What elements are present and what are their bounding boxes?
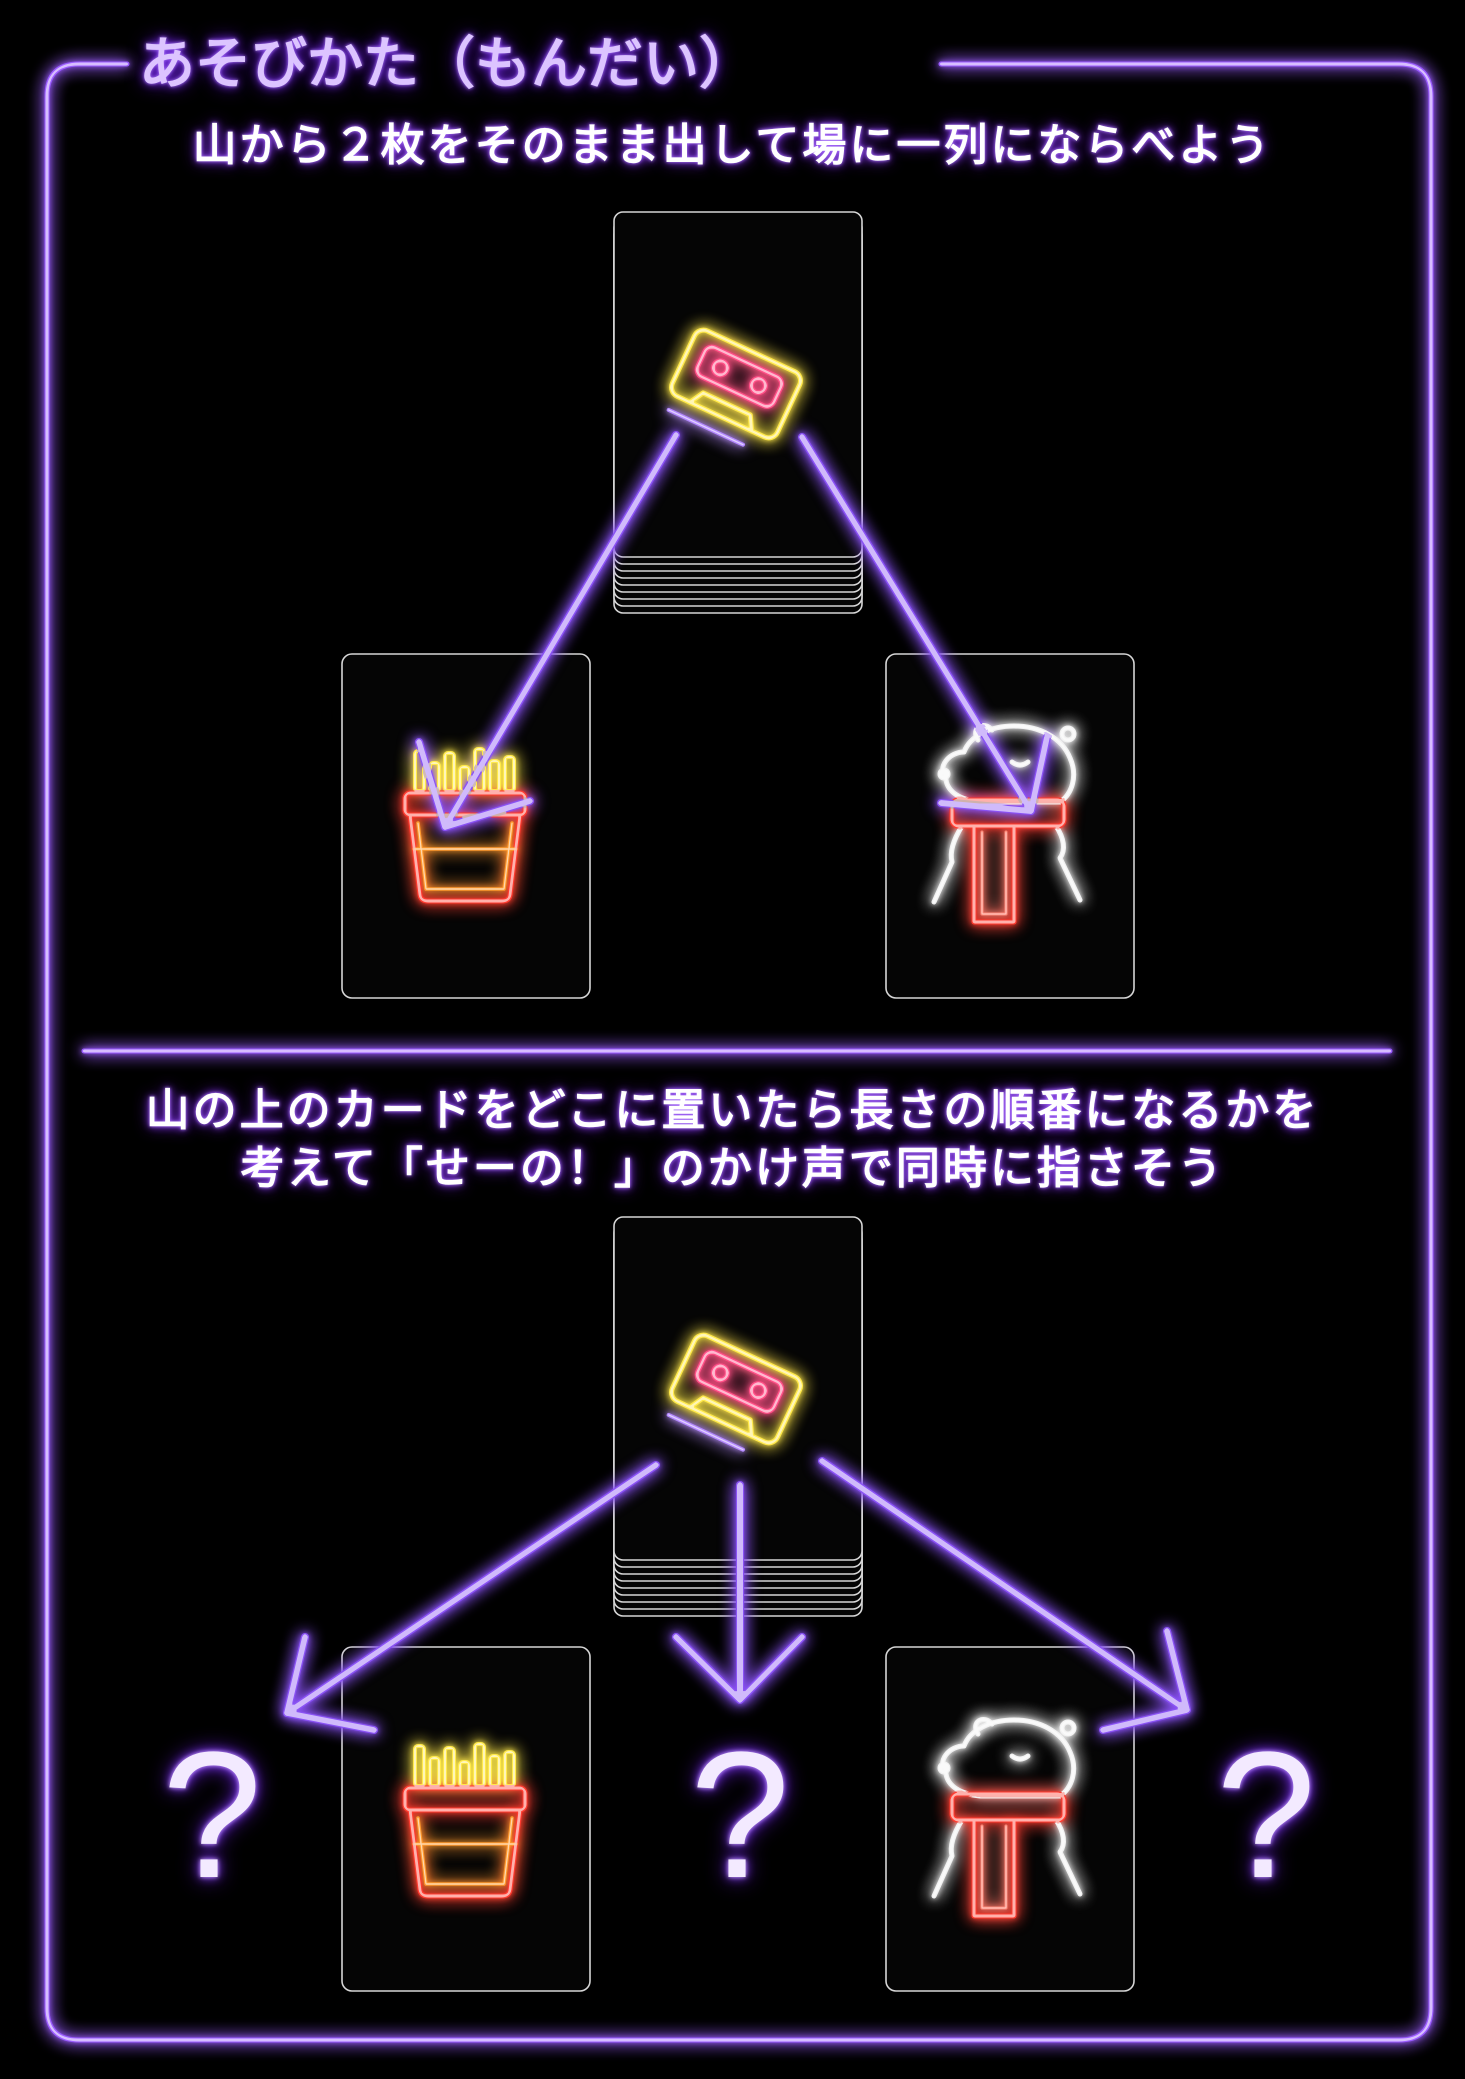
arrow-head [415, 738, 534, 831]
arrow-shaft [818, 1457, 1189, 1713]
placed-card-left [341, 1646, 591, 1992]
outer-frame [44, 61, 1434, 2043]
step2-instruction-line1: 山の上のカードをどこに置いたら長さの順番になるかを [145, 1085, 1320, 1136]
deck-top-section [613, 211, 863, 614]
neon-layer [44, 61, 1434, 2043]
arrow-choice-middle [672, 1481, 806, 1704]
arrow-deal-right [798, 433, 1051, 815]
placed-card-left [341, 653, 591, 999]
arrow-head [283, 1633, 378, 1734]
choice-mark-right: ? [1215, 1715, 1317, 1916]
arrow-choice-right [818, 1457, 1191, 1734]
step2-instruction-line2: 考えて「せーの！」のかけ声で同時に指さそう [240, 1143, 1225, 1194]
arrow-head [1099, 1627, 1191, 1734]
deck-top-card [613, 211, 863, 558]
choice-mark-left: ? [161, 1715, 263, 1916]
arrow-head [937, 733, 1051, 815]
arrow-head [672, 1633, 806, 1704]
arrow-deal-left [415, 431, 680, 831]
arrow-shaft [283, 1461, 660, 1717]
page-title: あそびかた（もんだい） [139, 32, 755, 97]
choice-mark-middle: ? [689, 1715, 791, 1916]
arrow-shaft [441, 431, 680, 831]
arrow-shaft [798, 433, 1035, 815]
arrow-choice-left [283, 1461, 660, 1734]
step1-instruction: 山から２枚をそのまま出して場に一列にならべよう [192, 120, 1273, 171]
